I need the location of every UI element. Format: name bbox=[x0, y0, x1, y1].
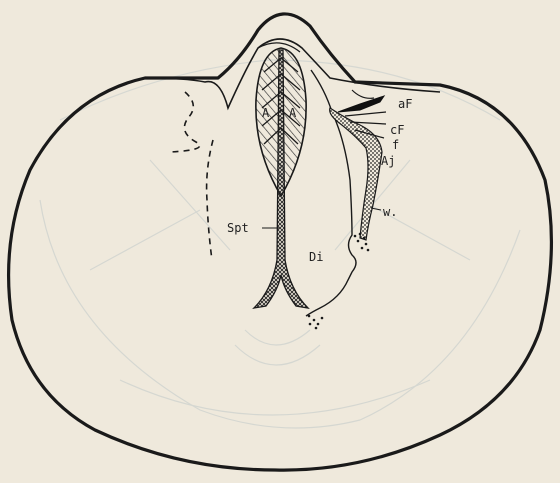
dashed-scar-outline bbox=[170, 92, 200, 152]
label-Spt: Spt bbox=[227, 222, 249, 234]
diductor-scar-outline bbox=[306, 70, 356, 316]
label-f: f bbox=[392, 139, 399, 151]
dot-clusters bbox=[308, 233, 370, 330]
label-cF: cF bbox=[390, 124, 404, 136]
label-A-right: A bbox=[289, 107, 296, 119]
label-A-left: A bbox=[262, 107, 269, 119]
label-aF: aF bbox=[398, 98, 412, 110]
label-w: w. bbox=[383, 206, 397, 218]
label-Di: Di bbox=[309, 251, 323, 263]
cardinal-dark-ridge bbox=[338, 96, 384, 112]
dashed-scar-outline-lower bbox=[207, 140, 213, 260]
label-Aj: Aj bbox=[381, 155, 395, 167]
ridge-right-edge bbox=[352, 90, 374, 98]
stippled-band bbox=[330, 108, 382, 240]
